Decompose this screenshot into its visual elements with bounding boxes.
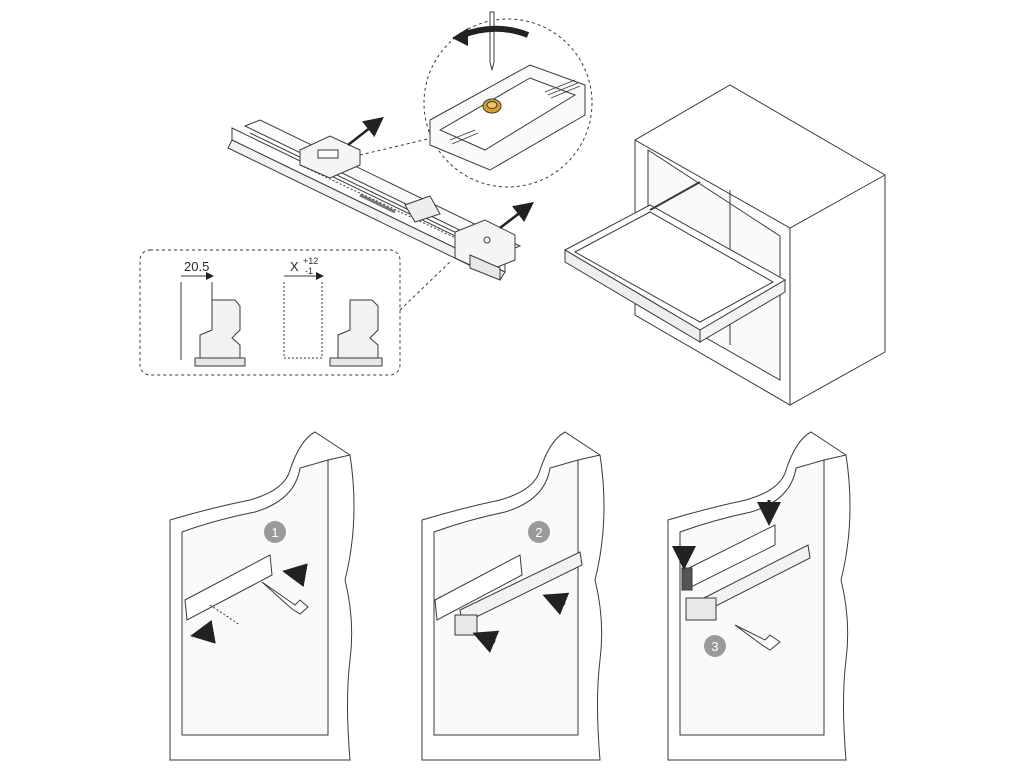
dimension-right-sub: -1 xyxy=(305,266,313,276)
step-3-badge: 3 xyxy=(704,635,726,657)
step-3-number: 3 xyxy=(711,639,718,654)
step-1-badge: 1 xyxy=(264,521,286,543)
drawer-runner-assembly xyxy=(227,116,534,281)
step-2-number: 2 xyxy=(535,525,542,540)
measurement-detail-box xyxy=(139,249,453,376)
cabinet-with-drawer xyxy=(563,84,886,406)
adjustment-detail-magnifier xyxy=(359,11,593,188)
step-3-panel xyxy=(667,431,851,761)
step-2-badge: 2 xyxy=(528,521,550,543)
dimension-right-sup: +12 xyxy=(303,256,318,266)
dimension-left-label: 20.5 xyxy=(184,259,209,274)
step-2-panel xyxy=(421,431,605,761)
step-1-panel xyxy=(169,431,355,761)
dimension-right-label: X xyxy=(290,259,299,274)
step-1-number: 1 xyxy=(271,525,278,540)
